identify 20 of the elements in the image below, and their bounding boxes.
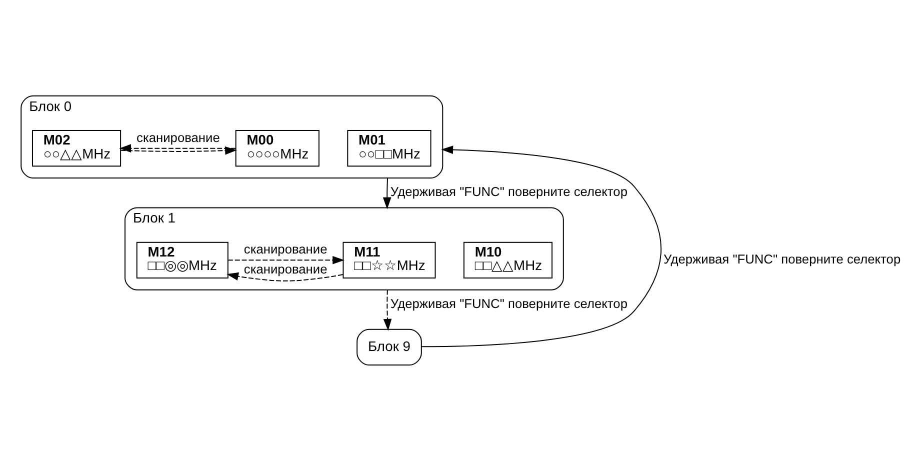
arrow [226, 272, 344, 281]
arrow [420, 145, 662, 347]
node-box: M00 ○○○○MHz [235, 130, 320, 166]
node-box: M12 □□◎◎MHz [136, 241, 228, 278]
node-box: M01 ○○□□MHz [347, 130, 432, 166]
arrow [382, 177, 392, 209]
arrow [228, 255, 344, 264]
edge-label: Удерживая "FUNC" поверните селектор [390, 184, 628, 199]
edge-label: сканирование [136, 129, 220, 144]
edge-label: сканирование [244, 260, 328, 276]
arrow [119, 144, 236, 152]
arrow [383, 288, 392, 330]
node-box: Блок 9 [356, 328, 422, 366]
arrow [120, 146, 237, 154]
node-box: M02 ○○△△MHz [32, 130, 122, 166]
edge-label: Удерживая "FUNC" поверните селектор [664, 251, 901, 266]
node-box: M10 □□△△MHz [463, 241, 552, 278]
edge-label: сканирование [244, 241, 328, 256]
node-box: M11 □□☆☆MHz [342, 241, 436, 278]
edge-label: Удерживая "FUNC" поверните селектор [390, 296, 628, 311]
